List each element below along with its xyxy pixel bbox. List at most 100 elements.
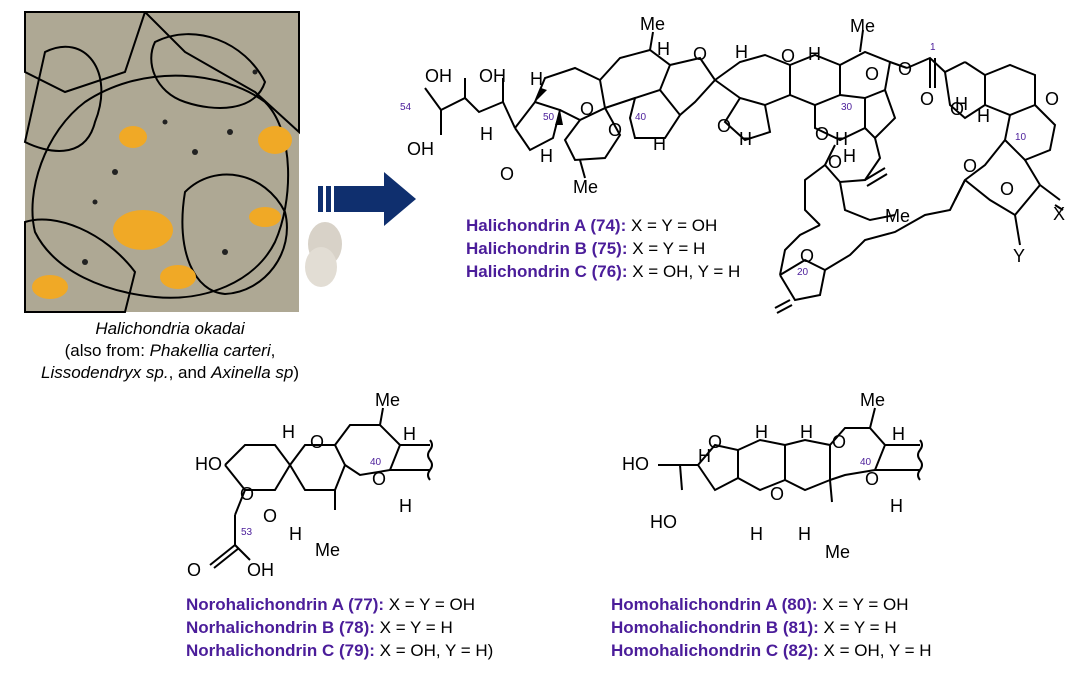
- compound-entry: Halichondrin A (74): X = Y = OH: [466, 214, 740, 237]
- atom-number: 40: [860, 457, 872, 468]
- atom-label: X: [1053, 204, 1065, 224]
- atom-label: Y: [1013, 246, 1025, 266]
- compound-desc: X = Y = OH: [626, 216, 718, 235]
- species-name-2: Phakellia carteri: [149, 341, 271, 360]
- compound-desc: X = OH, Y = H: [818, 641, 932, 660]
- atom-label: O: [920, 89, 934, 109]
- atom-label: O: [898, 59, 912, 79]
- homohalichondrin-compound-list: Homohalichondrin A (80): X = Y = OH Homo…: [611, 593, 932, 662]
- compound-name: Halichondrin A (74):: [466, 216, 627, 235]
- atom-number: 1: [930, 42, 936, 53]
- compound-entry: Homohalichondrin A (80): X = Y = OH: [611, 593, 932, 616]
- atom-label: O: [1045, 89, 1059, 109]
- atom-label: H: [739, 129, 752, 149]
- atom-label: H: [698, 446, 711, 466]
- compound-entry: Homohalichondrin C (82): X = OH, Y = H: [611, 639, 932, 662]
- species-name-3: Lissodendryx sp.: [40, 363, 169, 382]
- photo-caption: Halichondria okadai (also from: Phakelli…: [20, 318, 320, 384]
- atom-label: H: [843, 146, 856, 166]
- atom-label: O: [865, 469, 879, 489]
- atom-label: H: [289, 524, 302, 544]
- atom-label: Me: [573, 177, 598, 197]
- atom-label: HO: [650, 512, 677, 532]
- atom-label: OH: [407, 139, 434, 159]
- compound-desc: X = Y = OH: [817, 595, 909, 614]
- atom-number: 40: [370, 457, 382, 468]
- compound-desc: X = OH, Y = H: [627, 262, 741, 281]
- atom-label: O: [950, 99, 964, 119]
- compound-desc: X = Y = H: [374, 618, 453, 637]
- compound-entry: Norhalichondrin C (79): X = OH, Y = H): [186, 639, 493, 662]
- atom-number: 20: [797, 267, 809, 278]
- atom-label: H: [835, 129, 848, 149]
- compound-entry: Norhalichondrin B (78): X = Y = H: [186, 616, 493, 639]
- atom-label: H: [399, 496, 412, 516]
- atom-label: H: [530, 69, 543, 89]
- homohalichondrin-fragment-structure: HO H O H H O Me H HO O H O H Me H 40: [622, 390, 923, 562]
- caption-text: ): [293, 363, 299, 382]
- atom-label: O: [781, 46, 795, 66]
- atom-label: O: [608, 120, 622, 140]
- atom-label: O: [263, 506, 277, 526]
- atom-label: O: [963, 156, 977, 176]
- atom-label: H: [540, 146, 553, 166]
- atom-label: O: [580, 99, 594, 119]
- atom-label: OH: [247, 560, 274, 580]
- compound-name: Halichondrin C (76):: [466, 262, 628, 281]
- atom-label: HO: [622, 454, 649, 474]
- species-name: Halichondria okadai: [95, 319, 245, 338]
- atom-label: H: [480, 124, 493, 144]
- compound-desc: X = Y = H: [627, 239, 706, 258]
- atom-label: O: [310, 432, 324, 452]
- atom-label: H: [955, 94, 968, 114]
- atom-label: O: [1000, 179, 1014, 199]
- atom-label: H: [977, 106, 990, 126]
- halichondrin-structure: OH OH OH H O O H Me H O Me H O H O H O H…: [400, 14, 1065, 314]
- atom-label: OH: [479, 66, 506, 86]
- atom-label: H: [403, 424, 416, 444]
- atom-label: Me: [850, 16, 875, 36]
- compound-entry: Norohalichondrin A (77): X = Y = OH: [186, 593, 493, 616]
- atom-label: H: [657, 39, 670, 59]
- compound-name: Halichondrin B (75):: [466, 239, 628, 258]
- compound-desc: X = OH, Y = H): [374, 641, 494, 660]
- norhalichondrin-compound-list: Norohalichondrin A (77): X = Y = OH Norh…: [186, 593, 493, 662]
- compound-name: Norhalichondrin B (78):: [186, 618, 375, 637]
- atom-label: O: [865, 64, 879, 84]
- compound-name: Norohalichondrin A (77):: [186, 595, 385, 614]
- atom-label: O: [770, 484, 784, 504]
- halichondrin-compound-list: Halichondrin A (74): X = Y = OH Halichon…: [466, 214, 740, 283]
- atom-number: 50: [543, 112, 555, 123]
- atom-label: H: [800, 422, 813, 442]
- atom-label: H: [890, 496, 903, 516]
- atom-label: Me: [860, 390, 885, 410]
- compound-name: Norhalichondrin C (79):: [186, 641, 375, 660]
- compound-name: Homohalichondrin B (81):: [611, 618, 819, 637]
- atom-label: O: [500, 164, 514, 184]
- atom-label: Me: [885, 206, 910, 226]
- atom-label: Me: [315, 540, 340, 560]
- species-name-4: Axinella sp: [211, 363, 294, 382]
- atom-label: Me: [375, 390, 400, 410]
- atom-number: 53: [241, 527, 253, 538]
- atom-label: HO: [195, 454, 222, 474]
- norhalichondrin-fragment-structure: HO H O O Me H H O O H Me O OH 40 53: [187, 390, 433, 580]
- compound-desc: X = Y = OH: [384, 595, 476, 614]
- atom-label: H: [798, 524, 811, 544]
- right-arrow-icon: [318, 172, 416, 226]
- atom-label: H: [892, 424, 905, 444]
- sponge-photo: [23, 11, 342, 313]
- compound-name: Homohalichondrin A (80):: [611, 595, 818, 614]
- atom-label: H: [282, 422, 295, 442]
- atom-label: H: [653, 134, 666, 154]
- atom-label: O: [828, 152, 842, 172]
- atom-number: 54: [400, 102, 412, 113]
- compound-entry: Homohalichondrin B (81): X = Y = H: [611, 616, 932, 639]
- atom-label: O: [815, 124, 829, 144]
- atom-label: Me: [825, 542, 850, 562]
- caption-text: ,: [270, 341, 276, 360]
- atom-label: O: [717, 116, 731, 136]
- atom-label: H: [735, 42, 748, 62]
- atom-label: O: [372, 469, 386, 489]
- compound-name: Homohalichondrin C (82):: [611, 641, 819, 660]
